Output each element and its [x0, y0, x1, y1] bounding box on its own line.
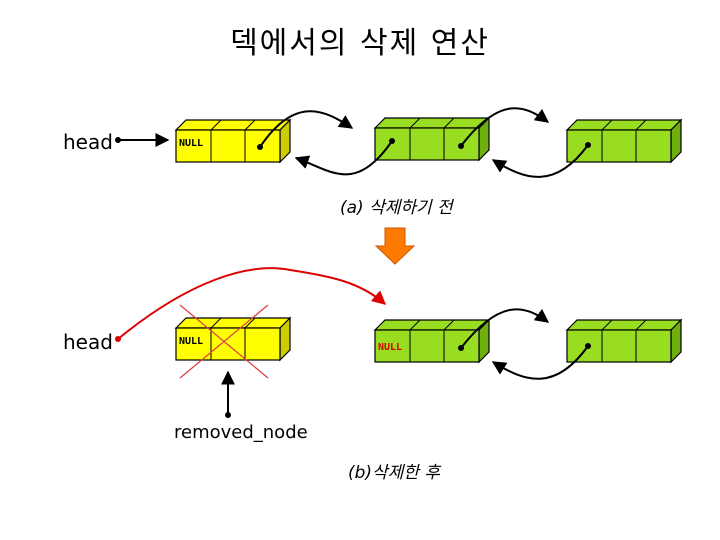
link-arrow [460, 107, 550, 147]
page-title: 덱에서의 삭제 연산 [230, 26, 490, 61]
head-label-top: head [63, 130, 113, 154]
null-label-new: NULL [378, 342, 402, 353]
removed-node-label: removed_node [174, 422, 308, 443]
link-arrow [460, 308, 550, 349]
down-arrow [374, 227, 416, 265]
node-green-1-bottom [373, 318, 491, 364]
link-arrow [259, 110, 354, 148]
null-label-removed: NULL [179, 336, 203, 347]
delete-cross-icon [179, 304, 269, 379]
null-label-top: NULL [179, 138, 203, 149]
head-pointer-bottom [117, 267, 387, 340]
node-green-2-bottom [565, 318, 683, 364]
head-label-bottom: head [63, 330, 113, 354]
link-arrow [491, 144, 589, 178]
node-green-2-top [565, 118, 683, 164]
head-pointer-dot-top [115, 137, 121, 143]
caption-before: (a) 삭제하기 전 [340, 198, 455, 218]
link-arrow [294, 140, 393, 176]
caption-after: (b)삭제한 후 [348, 463, 442, 483]
link-arrow [491, 345, 589, 380]
